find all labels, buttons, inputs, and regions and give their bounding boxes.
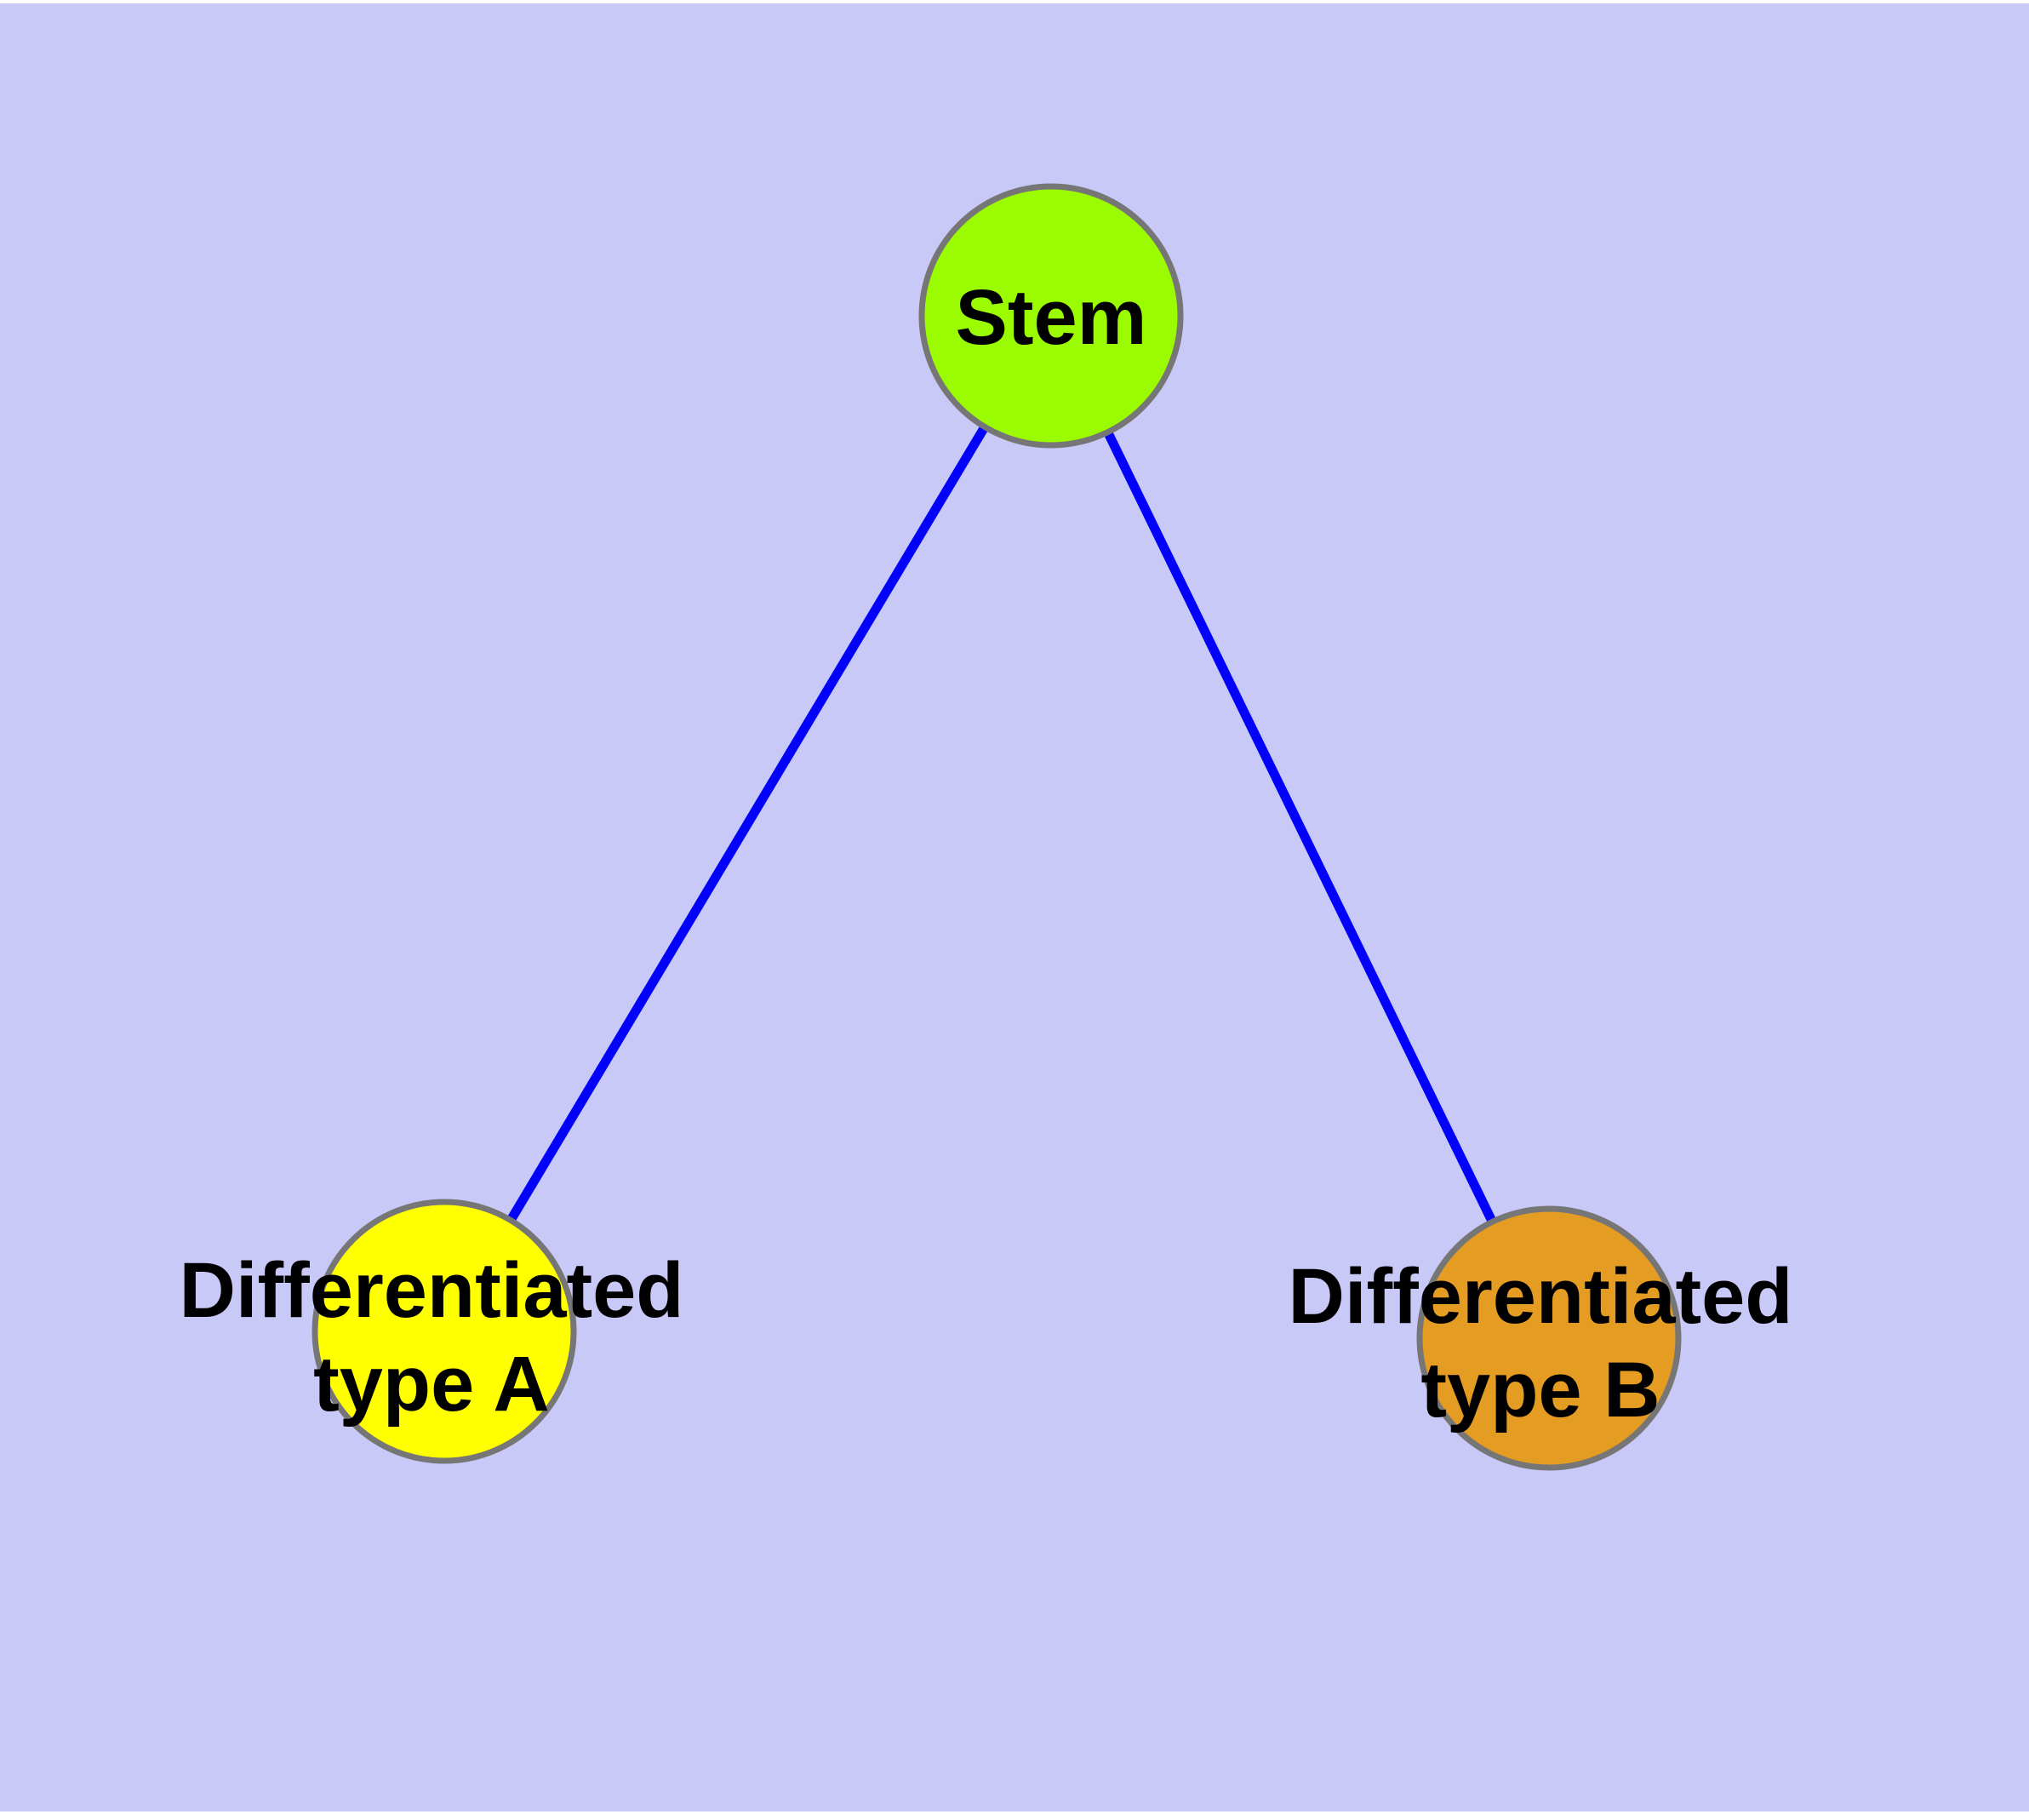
node-group — [311, 183, 1682, 1471]
edge-stem-to-type-a — [440, 313, 1055, 1334]
edge-stem-to-type-b — [1047, 313, 1553, 1341]
node-type-a-circle — [311, 1199, 577, 1464]
edge-group — [440, 313, 1553, 1341]
node-type-b-circle — [1416, 1205, 1682, 1471]
node-stem-circle — [918, 183, 1184, 449]
